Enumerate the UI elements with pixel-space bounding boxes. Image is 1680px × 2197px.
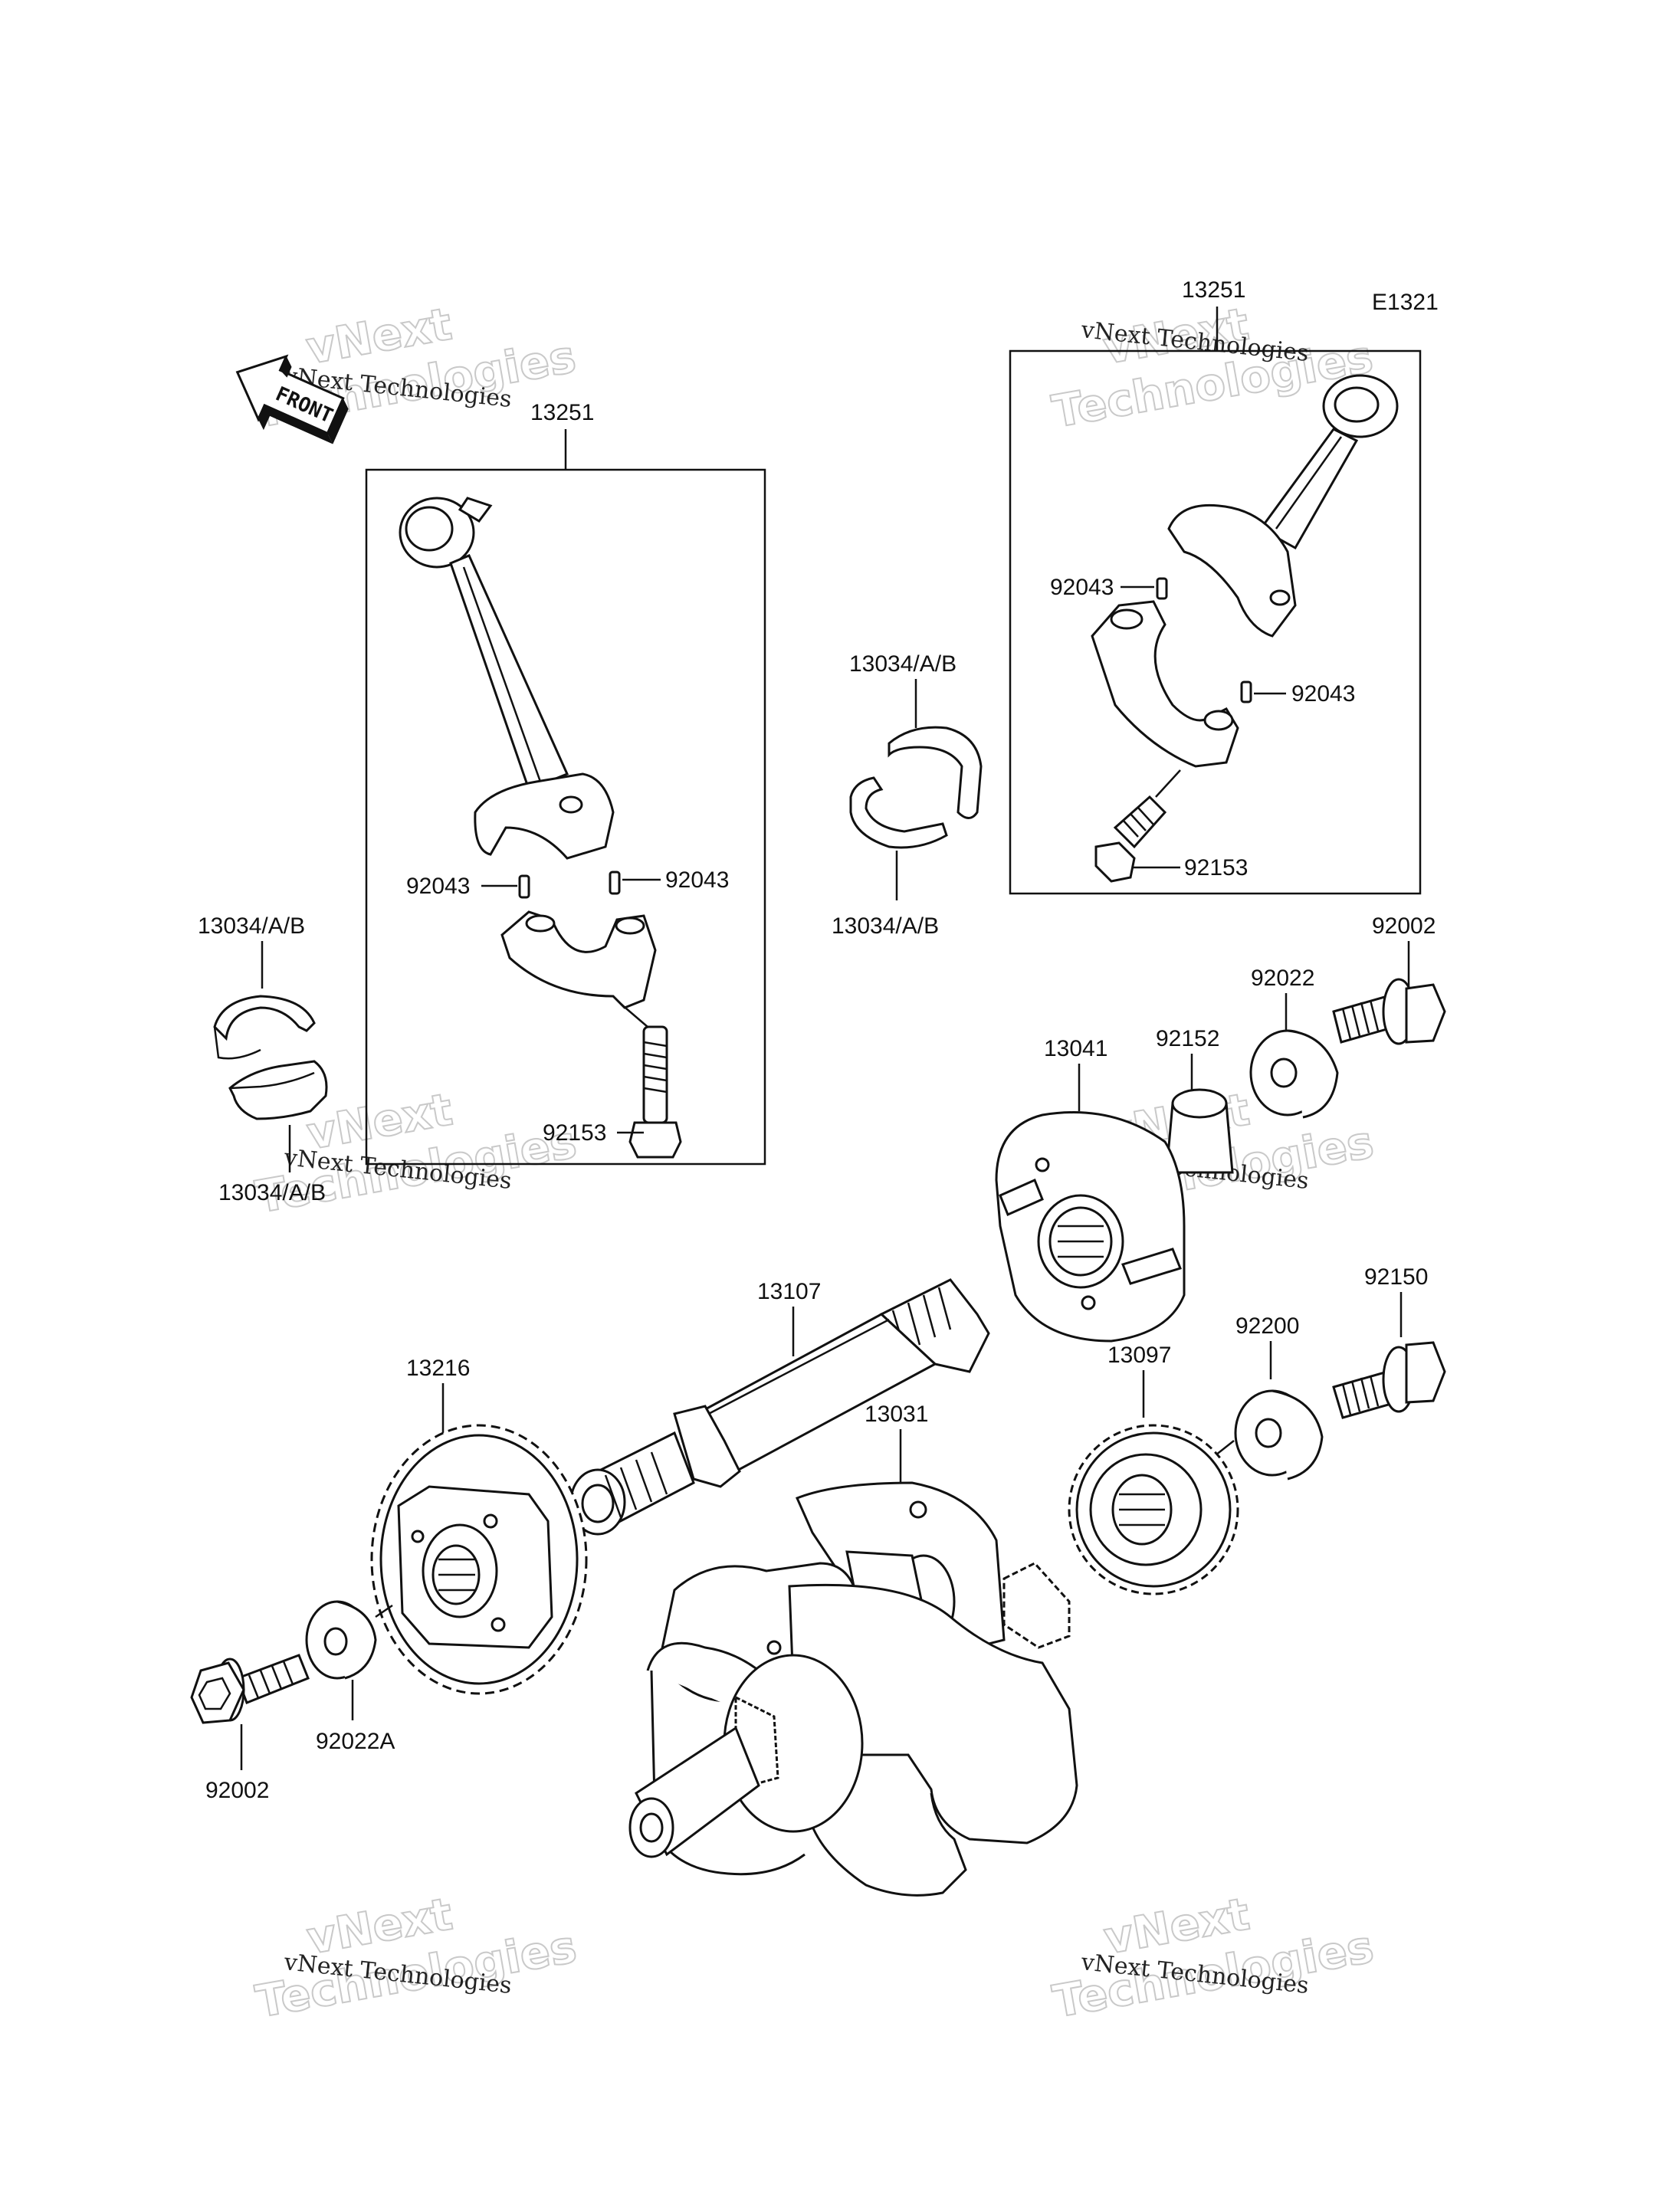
- watermark-bottom-right: vNext Technologies: [1048, 1887, 1378, 2028]
- connecting-rod-right: [1167, 374, 1399, 638]
- collar-92152: [1165, 1088, 1234, 1174]
- label-92002-bottom: 92002: [205, 1778, 269, 1803]
- label-13107: 13107: [757, 1279, 821, 1304]
- label-13251-right: 13251: [1182, 277, 1245, 303]
- label-13216: 13216: [406, 1356, 470, 1381]
- washer-92022A: [305, 1600, 377, 1680]
- shaft-13107: [569, 1278, 990, 1536]
- rod-bolt-right: [1094, 795, 1167, 883]
- label-13034-center-top: 13034/A/B: [849, 651, 956, 677]
- label-92043-right-a: 92043: [1050, 575, 1114, 600]
- gear-13216: [370, 1424, 588, 1695]
- label-92200: 92200: [1235, 1313, 1299, 1339]
- rod-bolt-left: [628, 1025, 682, 1159]
- crankshaft-13031: [628, 1481, 1078, 1897]
- front-arrow-icon: FRONT: [235, 354, 349, 444]
- label-13251-left: 13251: [530, 400, 594, 425]
- label-92150: 92150: [1364, 1264, 1428, 1290]
- label-13041: 13041: [1044, 1036, 1107, 1061]
- dowel-pin-left-b: [609, 871, 621, 895]
- dowel-pin-left-a: [518, 874, 530, 899]
- rod-cap-left: [500, 910, 657, 1009]
- washer-92022: [1249, 1029, 1339, 1119]
- connecting-rod-left: [399, 497, 615, 860]
- bearing-shell-center-top: [888, 726, 983, 819]
- flange-bolt-top: [1332, 978, 1446, 1045]
- flange-bolt-92150: [1332, 1341, 1446, 1419]
- label-92152: 92152: [1156, 1026, 1219, 1051]
- label-92022A: 92022A: [316, 1729, 395, 1754]
- gear-13097: [1068, 1424, 1239, 1595]
- flange-bolt-bottom: [190, 1654, 310, 1724]
- label-92002-top: 92002: [1372, 913, 1436, 939]
- label-13097: 13097: [1107, 1343, 1171, 1368]
- rod-cap-right: [1091, 600, 1239, 768]
- label-92043-left-a: 92043: [406, 874, 470, 899]
- dowel-pin-right-a: [1156, 577, 1168, 600]
- diagram-code: E1321: [1372, 290, 1439, 315]
- label-92153-right: 92153: [1184, 855, 1248, 880]
- starter-clutch-13041: [995, 1111, 1186, 1343]
- watermark-bottom-left: vNext Technologies: [251, 1887, 581, 2028]
- label-92043-left-b: 92043: [665, 867, 729, 893]
- bearing-shell-left-bottom: [228, 1060, 328, 1120]
- label-92043-right-b: 92043: [1291, 681, 1355, 707]
- bearing-shell-center-bottom: [849, 776, 948, 849]
- label-13034-left-top: 13034/A/B: [198, 913, 305, 939]
- right-rod-assembly-box: [1009, 349, 1422, 895]
- label-13031: 13031: [865, 1402, 928, 1427]
- label-92153-left: 92153: [543, 1120, 606, 1146]
- label-92022: 92022: [1251, 966, 1314, 991]
- washer-92200: [1234, 1389, 1324, 1481]
- bearing-shell-left-top: [213, 995, 316, 1060]
- label-13034-center-bottom: 13034/A/B: [832, 913, 939, 939]
- dowel-pin-right-b: [1240, 680, 1252, 703]
- label-13034-left-bottom: 13034/A/B: [218, 1180, 326, 1205]
